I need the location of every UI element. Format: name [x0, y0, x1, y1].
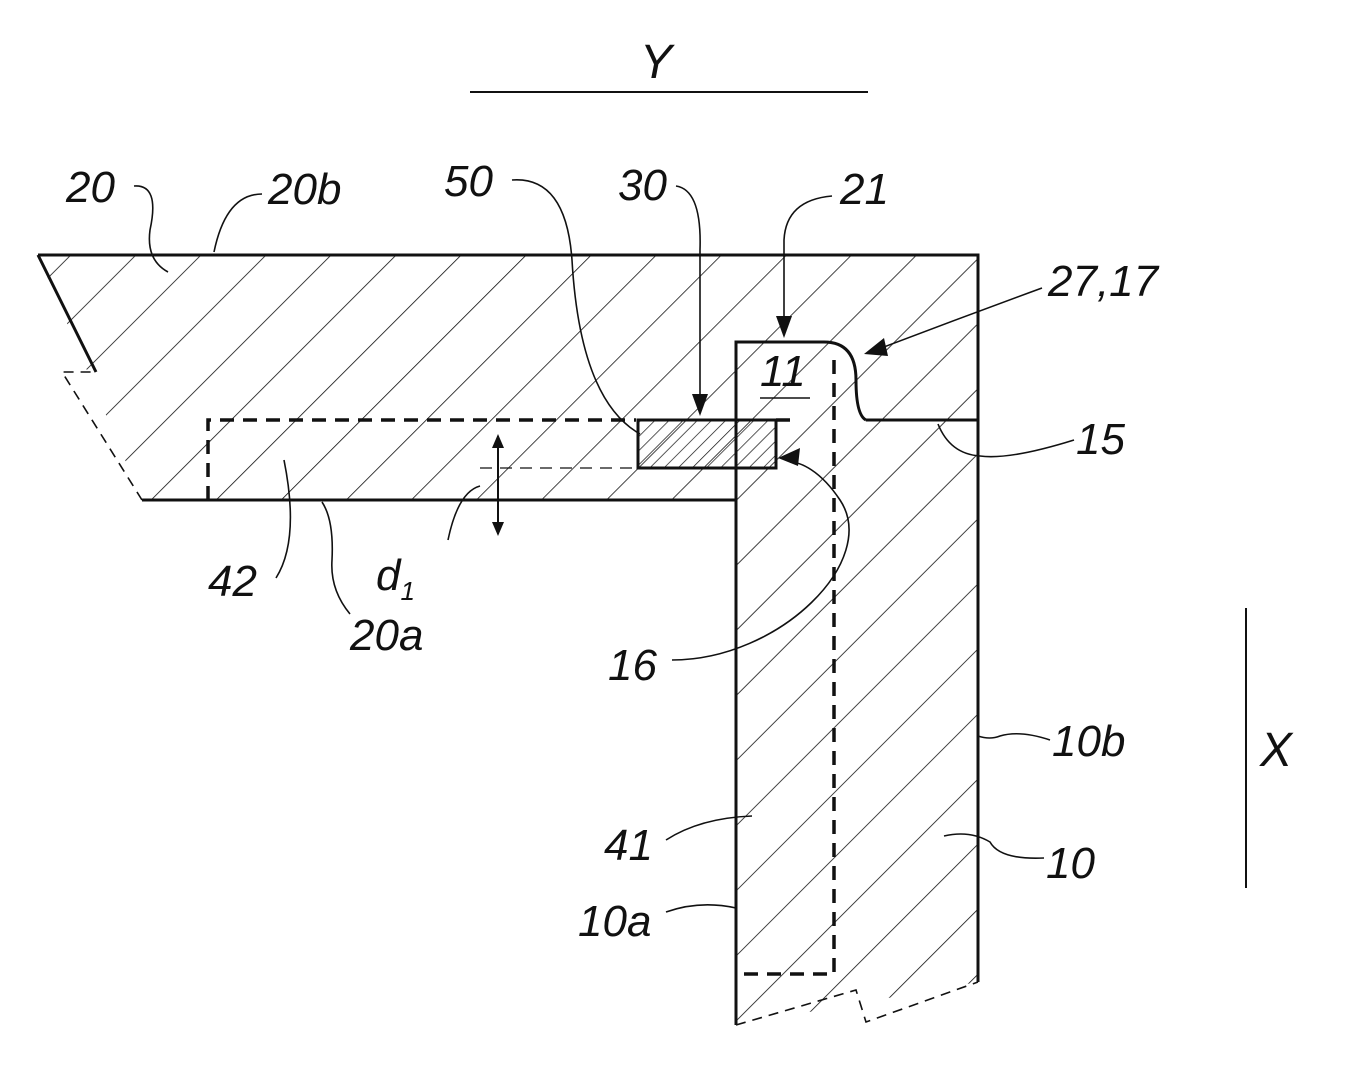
label-10b: 10b: [1052, 717, 1125, 766]
label-50: 50: [444, 157, 493, 206]
insert-50: [638, 420, 776, 468]
label-20: 20: [65, 163, 115, 212]
label-10: 10: [1046, 839, 1095, 888]
label-20a: 20a: [349, 611, 423, 660]
label-27-17: 27,17: [1047, 257, 1160, 306]
axis-label-y: Y: [640, 36, 675, 89]
axis-label-x: X: [1259, 724, 1294, 777]
label-42: 42: [208, 557, 257, 606]
label-30: 30: [618, 161, 667, 210]
label-20b: 20b: [267, 165, 341, 214]
leader-10b: [978, 734, 1050, 740]
label-11: 11: [760, 347, 806, 396]
label-16: 16: [608, 641, 657, 690]
leader-20b: [214, 194, 262, 252]
label-15: 15: [1076, 415, 1125, 464]
leader-10a: [666, 905, 736, 912]
label-d1: d1: [376, 551, 415, 606]
label-41: 41: [604, 821, 653, 870]
leader-20a: [322, 502, 350, 614]
label-21: 21: [839, 165, 889, 214]
label-10a: 10a: [578, 897, 651, 946]
d1-arrow-bottom: [492, 522, 504, 536]
